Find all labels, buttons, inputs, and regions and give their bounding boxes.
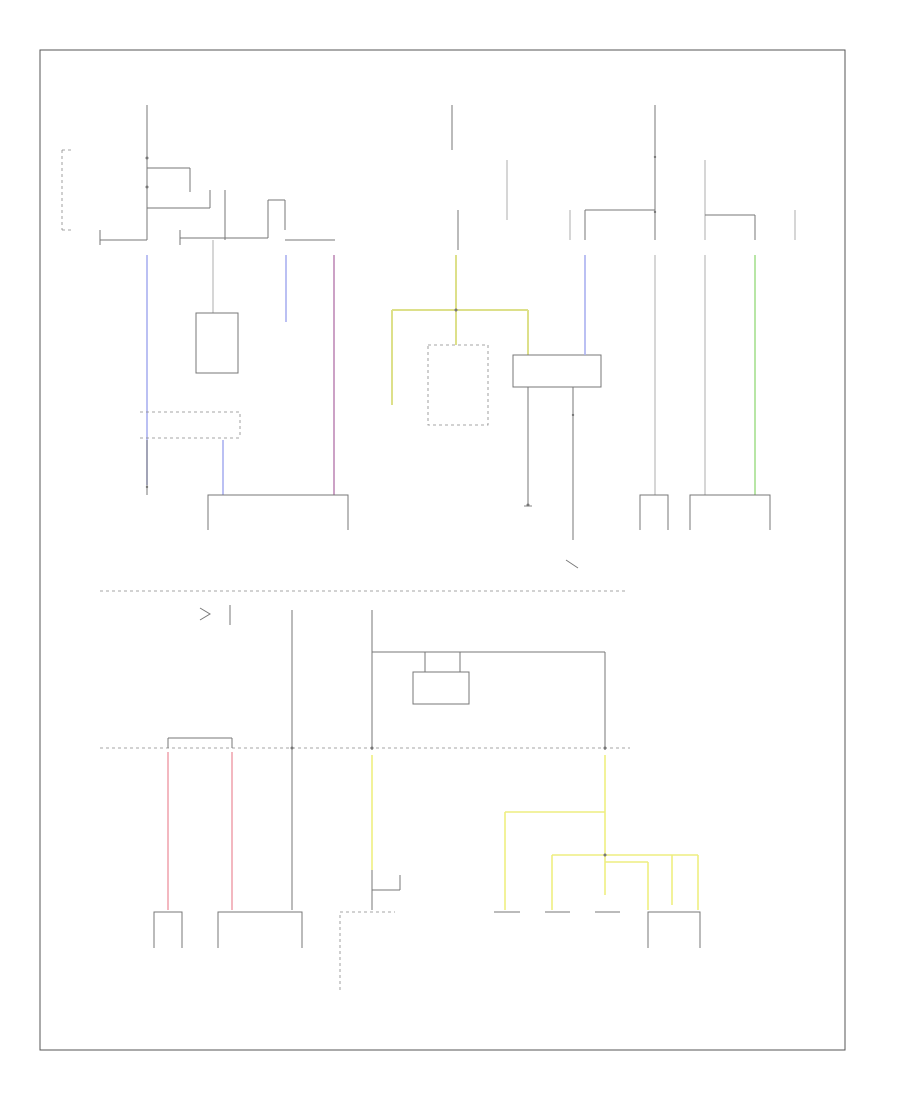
upper-left-circuit — [61, 105, 349, 530]
sensor-relay-box — [512, 354, 602, 388]
upper-middle-circuit — [391, 105, 602, 569]
relay-box — [195, 312, 239, 374]
upper-right-circuit — [569, 105, 796, 530]
relay-block — [412, 671, 470, 705]
indicator-module — [427, 344, 489, 426]
lower-circuit — [100, 605, 701, 990]
diagram-frame — [39, 49, 846, 1051]
